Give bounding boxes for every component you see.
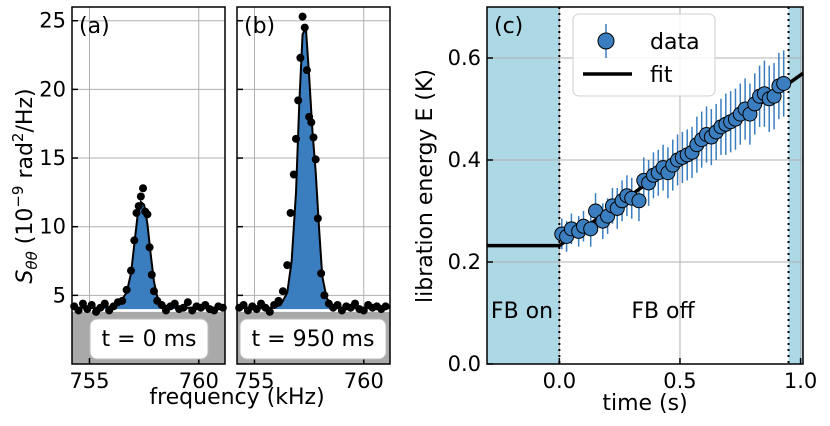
a-point [179,303,188,312]
b-point [283,261,292,270]
panel-b: 755 760 (b) t = 950 ms [234,6,391,393]
b-point [313,214,322,223]
legend-box [572,13,716,97]
a-point [157,300,166,309]
a-point [78,299,87,308]
annotation-fb-on: FB on [491,299,553,324]
b-point [274,296,283,305]
y-axis-title-ab: Sθθ (10−9 rad2/Hz) [9,88,41,283]
a-point [139,184,148,193]
b-point [381,302,390,311]
panel-c-label: (c) [494,14,523,39]
b-point [292,134,301,143]
panel-b-peak-fill [237,27,390,310]
c-xtick-label: 1.0 [784,369,817,393]
a-point [134,202,143,211]
b-point [278,287,287,296]
a-point [183,298,192,307]
a-ytick-label: 5 [53,283,66,307]
legend-fit-label: fit [650,63,673,88]
a-point [130,236,139,245]
panel-c-ticks: 0.0 0.5 1.0 0.0 0.2 0.4 0.6 [448,46,818,393]
a-point [136,192,145,201]
shaded-region [487,7,560,364]
c-xtick-label: 0.5 [663,369,696,393]
c-ytick-label: 0.4 [448,148,481,172]
a-ytick-label: 25 [39,9,66,33]
panel-b-ticks: 755 760 [234,19,384,393]
b-point [302,66,311,75]
b-point [351,299,360,308]
b-point [320,291,329,300]
b-point [294,96,303,105]
b-point [239,300,248,309]
b-point [309,133,318,142]
panel-b-annotation-box [239,318,387,360]
legend-data-label: data [650,30,700,55]
b-point [286,208,295,217]
a-point [100,299,109,308]
a-point [87,300,96,309]
panel-a-peak-fill [72,201,225,310]
panel-b-points [235,12,390,316]
a-point [145,243,154,252]
a-xtick-label: 760 [179,369,219,393]
panel-c-points [554,76,792,244]
data-point [583,221,599,237]
a-ytick-label: 20 [39,77,66,101]
panel-c: 0.0 0.5 1.0 0.0 0.2 0.4 0.6 (c) data fit FB on… [448,6,818,393]
data-point [776,76,792,91]
b-point [359,306,368,315]
c-xtick-label: 0.0 [543,369,576,393]
a-point [127,266,136,275]
b-point [252,305,261,314]
panel-b-frame [236,6,391,365]
b-point [333,300,342,309]
panel-c-frame [486,6,804,365]
b-point [307,118,316,127]
b-xtick-label: 760 [344,369,384,393]
panel-b-label: (b) [244,14,275,39]
a-ytick-label: 15 [39,146,66,170]
b-point [311,155,320,164]
a-point [149,287,158,296]
a-ytick-label: 10 [39,215,66,239]
b-point [265,307,274,316]
a-point [122,285,131,294]
panel-a-annotation: t = 0 ms [102,327,197,352]
panel-b-annotation: t = 950 ms [252,327,375,352]
a-xtick-label: 755 [69,369,109,393]
legend-data-marker [597,32,615,50]
shaded-region [788,7,803,364]
panel-a-frame [71,6,226,365]
panel-b-fit-line [237,23,390,309]
panel-a-annotation-box [89,318,209,360]
x-axis-title-ab: frequency (kHz) [149,385,324,410]
a-point [170,299,179,308]
b-point [300,23,309,32]
b-point [296,53,305,62]
panel-c-shaded-regions [487,7,803,364]
x-axis-title-c: time (s) [602,391,687,416]
c-ytick-label: 0.0 [448,352,481,376]
c-ytick-label: 0.6 [448,46,481,70]
a-point [143,210,152,219]
panel-a: 755 760 5 10 15 20 25 (a) t = 0 ms [39,6,227,393]
a-point [147,270,156,279]
annotation-fb-off: FB off [631,299,695,324]
panel-a-label: (a) [79,14,110,39]
b-point [298,12,307,21]
a-point [132,208,141,217]
panel-a-ticks: 755 760 5 10 15 20 25 [39,9,219,393]
b-xtick-label: 755 [234,369,274,393]
y-axis-title-c: libration energy E (K) [413,69,438,303]
panel-a-points [70,184,227,316]
a-point [118,296,127,305]
c-ytick-label: 0.2 [448,250,481,274]
b-point [317,269,326,278]
a-point [74,306,83,315]
data-point [631,193,647,209]
b-point [289,170,298,179]
